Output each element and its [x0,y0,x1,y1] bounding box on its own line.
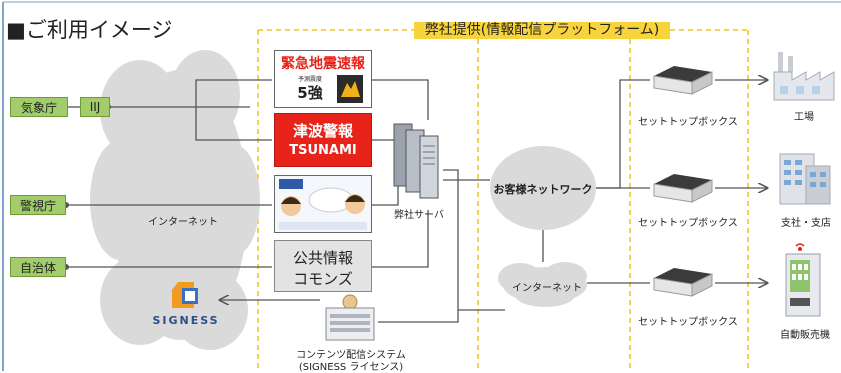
server-label: 弊社サーバ [394,210,444,221]
office-building-icon [779,153,831,205]
destination-label-vending: 自動販売機 [780,330,830,341]
internet-cloud-center [498,262,587,307]
earthquake-alert-panel: 緊急地震速報 予測震度 5強 [274,50,372,108]
intensity-value: 5強 [297,84,323,102]
police-illustration [279,179,367,230]
internet-label-left: インターネット [148,217,218,228]
connection-lines [66,80,767,323]
source-police: 警視庁 [10,195,66,215]
stb-label-2: セットトップボックス [638,218,738,229]
public-info-commons-panel: 公共情報 コモンズ [274,240,372,292]
set-top-box-icon-3 [653,268,713,297]
set-top-box-icon-2 [653,174,713,203]
provider-platform-label: 弊社提供(情報配信プラットフォーム) [414,22,670,39]
public-info-line1: 公共情報 [292,249,353,267]
signess-logo-icon [172,282,198,308]
tsunami-alert-panel: 津波警報 TSUNAMI [274,113,372,167]
cms-label-line1: コンテンツ配信システム [296,350,406,361]
source-jma: 気象庁 [10,97,68,117]
customer-network-cloud [490,146,596,230]
internet-cloud-left [90,50,260,350]
stb-label-1: セットトップボックス [638,117,738,128]
page-title: ■ご利用イメージ [6,18,173,42]
stb-label-3: セットトップボックス [638,317,738,328]
cms-label-line2: (SIGNESS ライセンス) [298,362,404,373]
signess-logo-text: SIGNESS [152,314,220,327]
source-iij: IIJ [80,97,110,117]
factory-icon [773,52,835,101]
destination-label-factory: 工場 [794,112,814,123]
tsunami-subheading: TSUNAMI [289,143,357,158]
vending-machine-icon [785,243,821,317]
intensity-caption: 予測震度 [297,76,322,83]
source-municipality: 自治体 [10,257,66,277]
provider-area-border [257,29,749,371]
earthquake-heading: 緊急地震速報 [281,56,365,72]
customer-network-label: お客様ネットワーク [493,183,593,196]
internet-label-center: インターネット [512,283,582,294]
public-info-line2: コモンズ [293,270,353,288]
set-top-box-icon-1 [653,66,713,95]
tsunami-heading: 津波警報 [292,122,353,140]
police-info-panel [274,175,372,233]
cms-system-icon [325,294,375,341]
earthquake-icon [337,75,363,103]
server-icon [393,123,439,199]
destination-label-branch: 支社・支店 [781,218,831,229]
